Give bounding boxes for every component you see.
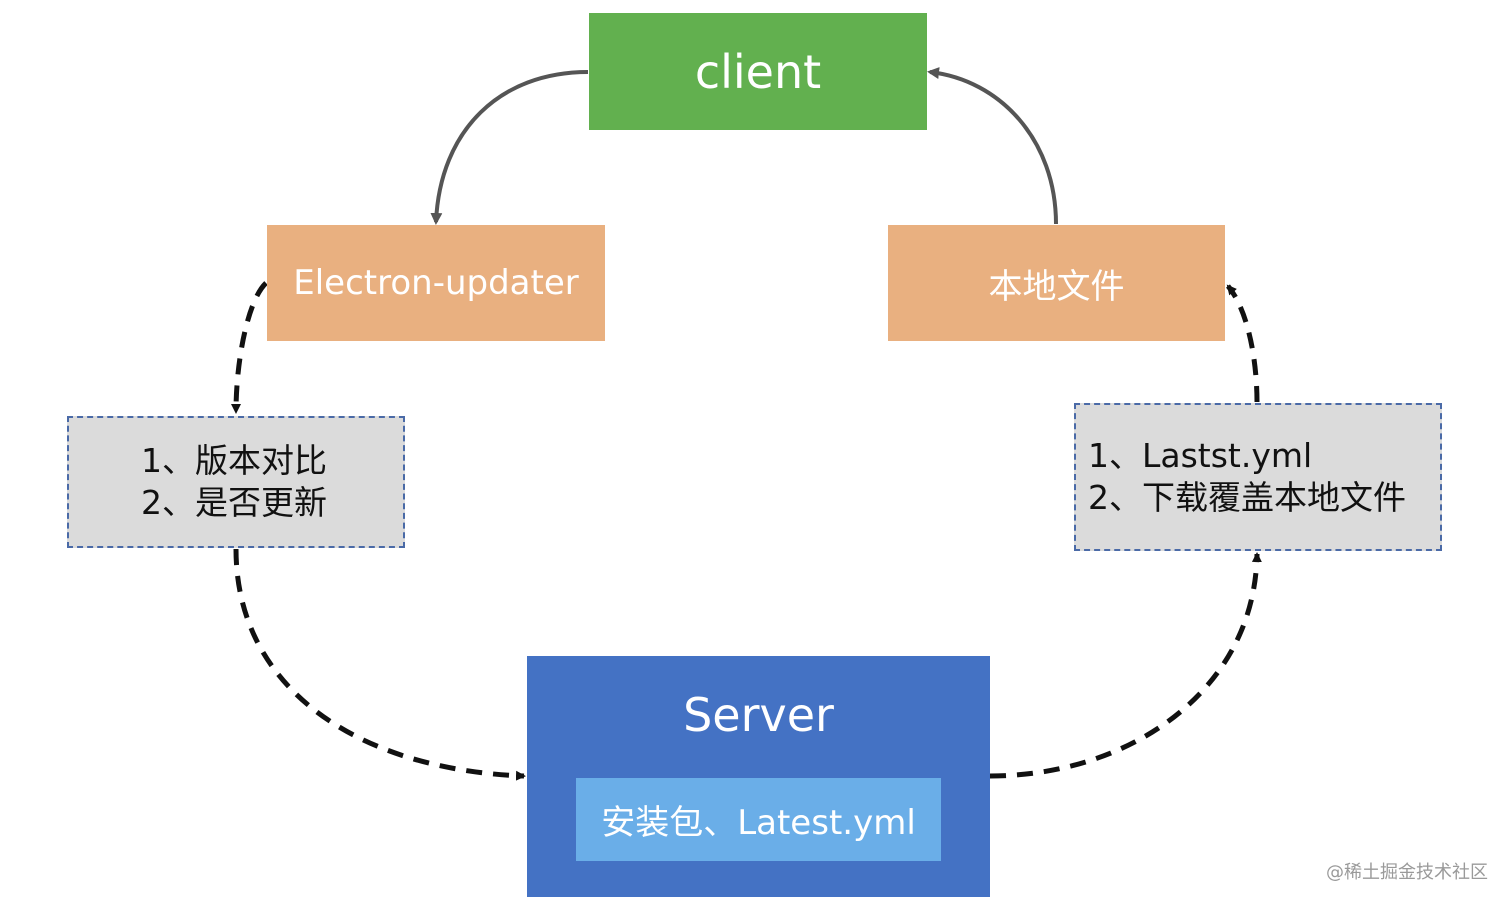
local-file-node: 本地文件: [888, 225, 1225, 341]
note-line: 1、Lastst.yml: [1088, 436, 1313, 475]
arrow-updater-to-note-left: [231, 281, 268, 414]
server-title: Server: [683, 688, 834, 742]
note-line: 1、版本对比: [141, 441, 327, 480]
note-line: 2、是否更新: [141, 483, 327, 522]
arrow-note-right-to-localfile: [1226, 284, 1260, 403]
arrow-note-left-to-server: [233, 548, 526, 781]
arrow-client-to-updater: [430, 70, 589, 225]
server-package-box: 安装包、Latest.yml: [576, 778, 941, 861]
client-node: client: [589, 13, 927, 130]
arrow-localfile-to-client: [927, 67, 1058, 225]
note-line: 2、下载覆盖本地文件: [1088, 478, 1406, 517]
server-node: Server 安装包、Latest.yml: [527, 656, 990, 897]
note-download: 1、Lastst.yml 2、下载覆盖本地文件: [1074, 403, 1442, 551]
watermark: @稀土掘金技术社区: [1326, 862, 1488, 883]
electron-updater-node: Electron-updater: [267, 225, 605, 341]
note-version-check: 1、版本对比 2、是否更新: [67, 416, 405, 548]
arrow-server-to-note-right: [989, 552, 1262, 779]
